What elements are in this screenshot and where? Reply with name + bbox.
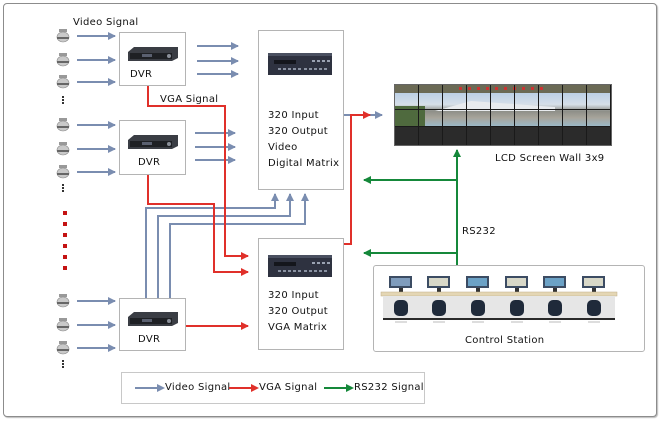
video-wire xyxy=(145,193,279,298)
lcd-wall-label: LCD Screen Wall 3x9 xyxy=(495,153,605,164)
legend-label: VGA Signal xyxy=(259,382,318,393)
camera-icon xyxy=(56,29,70,43)
camera-icon xyxy=(56,53,70,67)
matrix-spec-text: 320 Input 320 Output VGA Matrix xyxy=(268,288,328,336)
more-cameras-ellipsis xyxy=(62,184,65,193)
matrix-device-icon xyxy=(268,53,332,75)
dvr-unit-2: DVR xyxy=(119,120,186,175)
rs232-label: RS232 xyxy=(462,226,496,237)
dvr-label: DVR xyxy=(138,334,161,345)
dvr-label: DVR xyxy=(138,157,161,168)
camera-icon xyxy=(56,318,70,332)
vga-wire xyxy=(147,175,249,276)
matrix-spec-line: VGA Matrix xyxy=(268,322,328,333)
video-digital-matrix: 320 Input 320 Output Video Digital Matri… xyxy=(258,30,344,190)
matrix-spec-text: 320 Input 320 Output Video Digital Matri… xyxy=(268,108,339,172)
more-cameras-ellipsis xyxy=(62,360,65,369)
dvr-device-icon xyxy=(128,135,178,149)
matrix-spec-line: 320 Input xyxy=(268,110,319,121)
vga-wires xyxy=(147,86,371,330)
camera-icon xyxy=(56,341,70,355)
vga-matrix: 320 Input 320 Output VGA Matrix xyxy=(258,238,344,350)
matrix-device-icon xyxy=(268,255,332,277)
legend: Video Signal VGA Signal RS232 Signal xyxy=(121,372,425,404)
camera-icon xyxy=(56,118,70,132)
matrix-spec-line: 320 Output xyxy=(268,126,329,137)
control-station-illustration xyxy=(380,276,618,323)
dvr-device-icon xyxy=(128,47,178,61)
lcd-screen-wall xyxy=(394,84,612,146)
legend-label: Video Signal xyxy=(165,382,231,393)
dvr-device-icon xyxy=(128,312,178,326)
control-station-label: Control Station xyxy=(465,335,545,346)
more-cameras-ellipsis xyxy=(62,96,65,105)
camera-icon xyxy=(56,142,70,156)
matrix-spec-line: Video xyxy=(268,142,298,153)
vga-arrow-icon xyxy=(229,384,259,392)
matrix-spec-line: 320 Output xyxy=(268,306,329,317)
vga-wire xyxy=(147,86,249,260)
matrix-spec-line: Digital Matrix xyxy=(268,158,340,169)
video-arrow-icon xyxy=(135,384,165,392)
camera-icon xyxy=(56,75,70,89)
workstation-chairs xyxy=(394,300,601,316)
control-station: Control Station xyxy=(373,265,645,352)
vga-signal-label: VGA Signal xyxy=(160,94,219,105)
video-signal-label: Video Signal xyxy=(73,17,139,28)
dvr-label: DVR xyxy=(130,69,153,80)
legend-label: RS232 Signal xyxy=(354,382,424,393)
camera-icon xyxy=(56,165,70,179)
rs232-arrow-icon xyxy=(324,384,354,392)
matrix-spec-line: 320 Input xyxy=(268,290,319,301)
more-dvr-groups-ellipsis xyxy=(63,211,67,277)
camera-icon xyxy=(56,294,70,308)
workstation-monitors xyxy=(389,276,605,292)
rs232-wires xyxy=(363,149,461,265)
lcd-wall-grid xyxy=(395,85,611,145)
dvr-unit-3: DVR xyxy=(119,298,186,351)
dvr-unit-1: DVR xyxy=(119,32,186,86)
vga-wire xyxy=(343,111,371,245)
video-wire xyxy=(169,193,309,298)
